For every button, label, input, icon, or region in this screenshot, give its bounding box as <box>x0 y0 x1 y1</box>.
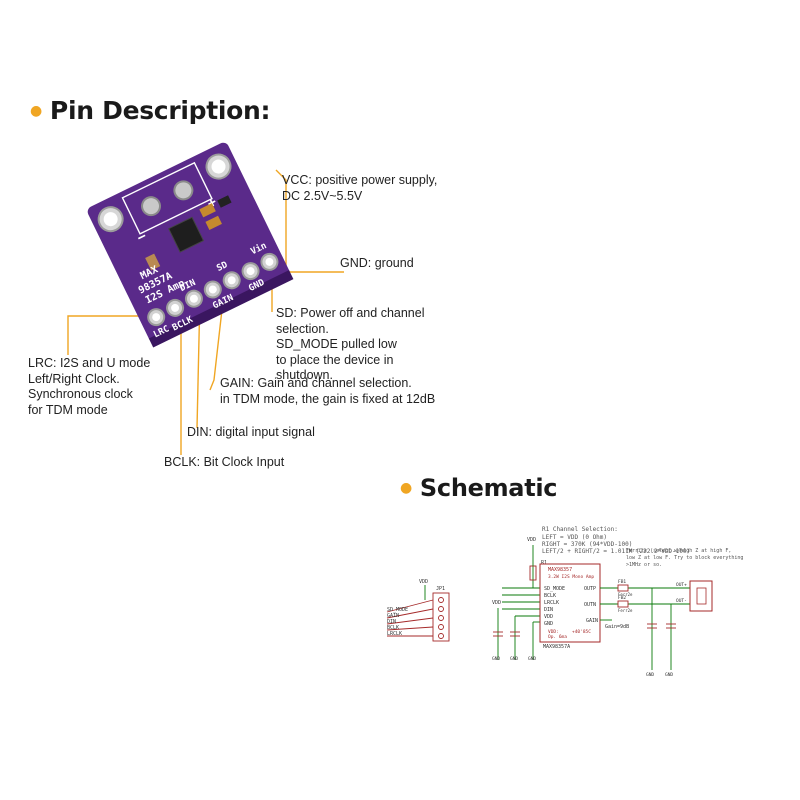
pin-label-lrc: LRC: I2S and U mode Left/Right Clock. Sy… <box>28 356 151 417</box>
ic-name: MAX98357 <box>548 567 572 573</box>
board-illustration: − + MAX 98357A I2S Amp LRC BCLK DIN <box>67 142 344 455</box>
pin-label-din: DIN: digital input signal <box>187 425 315 439</box>
amp-chip <box>168 216 205 253</box>
out-label: OUT+ <box>676 582 687 588</box>
callout-lines <box>67 169 344 455</box>
gnd-label: GND <box>528 656 536 662</box>
ic-ref: MAX98357A <box>543 644 570 650</box>
svg-text:SD_MODE: SD_MODE <box>387 607 408 613</box>
jp1-header <box>386 585 450 642</box>
schematic-note: R1 Channel Selection: <box>542 526 618 533</box>
ferrite-part: Ferr2e <box>618 592 633 597</box>
terminal-outline <box>121 161 213 235</box>
ic-right-pins: OUTP OUTN GAIN <box>584 586 598 624</box>
vdd-label: VDD <box>492 600 501 606</box>
svg-text:OUTN: OUTN <box>584 602 596 608</box>
gnd-label: GND <box>492 656 500 662</box>
pin-label-vcc: VCC: positive power supply, DC 2.5V~5.5V <box>282 173 438 203</box>
capacitor <box>145 253 161 271</box>
capacitor <box>199 203 216 218</box>
gnd-label: GND <box>665 672 673 678</box>
pin-label-gnd: GND: ground <box>340 256 414 270</box>
screw-terminal <box>173 180 194 201</box>
vdd-label: VDD <box>419 579 428 585</box>
pin-label-gain: GAIN: Gain and channel selection. in TDM… <box>220 376 436 406</box>
svg-text:VDD: VDD <box>544 614 553 620</box>
bullet-icon: ● <box>400 480 412 496</box>
gain-note: Gain=9dB <box>605 624 629 630</box>
svg-text:GAIN: GAIN <box>387 613 399 619</box>
svg-text:GAIN: GAIN <box>586 618 598 624</box>
ferrite-ref: FB2 <box>618 595 626 601</box>
ferrite-fb1 <box>617 584 629 592</box>
resistor <box>217 195 232 208</box>
schematic-note: LEFT = VDD (0 Ohm) <box>542 534 607 541</box>
svg-text:SD_MODE: SD_MODE <box>544 586 565 592</box>
callout-vcc <box>275 169 287 266</box>
ic-foot: VDD: Op. 6ma +40'85C <box>548 629 591 640</box>
ferrite-fb2 <box>617 600 629 608</box>
pcb-board: − + MAX 98357A I2S Amp LRC BCLK DIN <box>87 142 294 348</box>
pin-description-heading: ● Pin Description: <box>30 96 271 125</box>
svg-text:VDD:: VDD: <box>548 629 559 635</box>
capacitor <box>205 215 222 230</box>
svg-text:Op. 6ma: Op. 6ma <box>548 634 567 640</box>
screw-terminal <box>141 196 162 217</box>
svg-text:LRCLK: LRCLK <box>544 600 559 606</box>
svg-text:LRCLK: LRCLK <box>387 631 402 637</box>
schematic-title: Schematic <box>419 474 558 502</box>
ferrite-part: Ferr2e <box>618 608 633 613</box>
svg-text:BCLK: BCLK <box>387 625 399 631</box>
out-label: OUT- <box>676 598 687 604</box>
ic-left-pins: SD_MODE BCLK LRCLK DIN VDD GND <box>544 586 565 627</box>
ferrite-note: >1MHz or so. <box>626 562 662 568</box>
vdd-label: VDD <box>527 537 536 543</box>
pin-silk-sd: SD <box>215 260 230 274</box>
svg-text:DIN: DIN <box>387 619 396 625</box>
output-caps <box>647 623 676 629</box>
gnd-label: GND <box>646 672 654 678</box>
pin-description-title: Pin Description: <box>49 96 271 125</box>
bullet-icon: ● <box>30 102 42 119</box>
left-wiring <box>493 566 540 660</box>
svg-text:DIN: DIN <box>544 607 553 613</box>
ferrite-note: low Z at low F. Try to block everything <box>626 555 743 561</box>
speaker-connector <box>689 580 713 612</box>
schematic-note: RIGHT = 370K (94*VDD-100) <box>542 541 632 548</box>
jp1-ref: JP1 <box>436 586 445 592</box>
svg-text:+40'85C: +40'85C <box>572 629 591 635</box>
gnd-label: GND <box>510 656 518 662</box>
callout-lrc <box>67 315 160 355</box>
ic-sub: 3.2W I2S Mono Amp <box>548 574 594 580</box>
header-pin-labels: SD_MODE GAIN DIN BCLK LRCLK <box>387 607 408 637</box>
ferrite-note: Ferrite (select w/high Z at high F, <box>626 548 731 554</box>
right-wiring <box>600 587 690 670</box>
callout-gain <box>209 291 225 391</box>
ferrite-ref: FB1 <box>618 579 626 585</box>
pin-label-sd: SD: Power off and channel selection. SD_… <box>276 306 425 382</box>
svg-text:BCLK: BCLK <box>544 593 556 599</box>
schematic-heading: ● Schematic <box>400 474 558 502</box>
pin-header <box>147 252 279 327</box>
r1-ref: R1 <box>541 560 547 566</box>
svg-text:OUTP: OUTP <box>584 586 596 592</box>
pin-label-bclk: BCLK: Bit Clock Input <box>164 455 285 469</box>
amp-ic <box>539 563 601 643</box>
schematic-note: LEFT/2 + RIGHT/2 = 1.011M (222.2*VDD-100… <box>542 548 690 555</box>
svg-text:GND: GND <box>544 621 553 627</box>
